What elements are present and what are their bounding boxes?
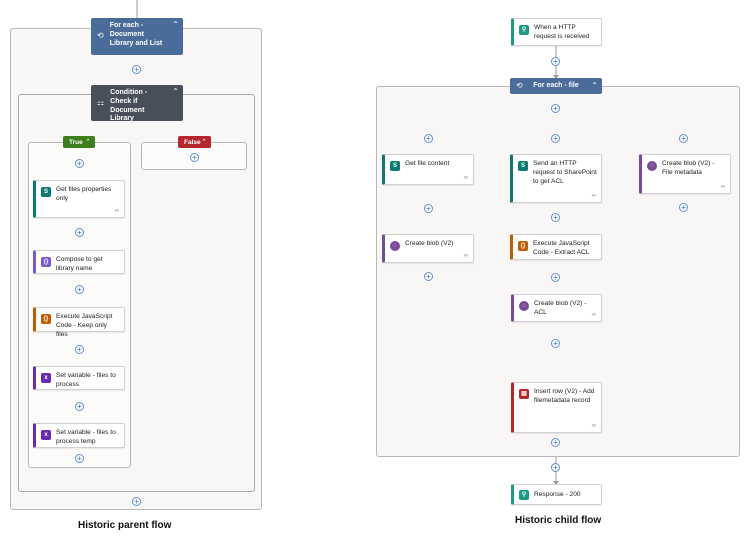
add-step-button[interactable]: +	[424, 204, 433, 213]
action-label: Set variable - files to process	[56, 372, 116, 388]
action-card[interactable]: S Get files properties only ∞	[33, 180, 125, 218]
action-label: Set variable - files to process temp	[56, 429, 116, 445]
javascript-icon: {}	[41, 314, 51, 324]
true-label-text: True	[69, 138, 83, 146]
action-card[interactable]: {} Compose to get library name	[33, 250, 125, 274]
link-icon: ∞	[720, 184, 725, 190]
action-label: Create blob (V2) - ACL	[534, 300, 587, 316]
add-step-button[interactable]: +	[551, 463, 560, 472]
chevron-up-icon[interactable]: ⌃	[591, 81, 598, 90]
loop-icon: ⟲	[516, 81, 523, 90]
add-step-button[interactable]: +	[551, 104, 560, 113]
javascript-icon: {}	[518, 241, 528, 251]
foreach-title-child: For each - file	[533, 81, 579, 89]
link-icon: ∞	[463, 175, 468, 181]
add-step-button[interactable]: +	[132, 65, 141, 74]
add-step-button[interactable]: +	[551, 57, 560, 66]
action-card[interactable]: S Send an HTTP request to SharePoint to …	[510, 154, 602, 203]
condition-title: Condition - Check if Document Library	[110, 89, 148, 123]
action-label: Get files properties only	[56, 186, 112, 202]
add-step-button[interactable]: +	[190, 153, 199, 162]
action-label: Create blob (V2) - File metadata	[662, 160, 715, 176]
add-step-button[interactable]: +	[424, 272, 433, 281]
add-step-button[interactable]: +	[551, 339, 560, 348]
false-label-text: False	[184, 138, 201, 146]
add-step-button[interactable]: +	[75, 402, 84, 411]
link-icon: ∞	[591, 193, 596, 199]
add-step-button[interactable]: +	[551, 134, 560, 143]
add-step-button[interactable]: +	[75, 285, 84, 294]
action-card[interactable]: x Set variable - files to process	[33, 366, 125, 390]
foreach-title-parent: For each - Document Library and List	[109, 22, 163, 47]
trigger-label: When a HTTP request is received	[534, 24, 590, 40]
foreach-header-parent[interactable]: ⟲ For each - Document Library and List ⌃	[91, 18, 183, 55]
link-icon: ∞	[463, 253, 468, 259]
add-step-button[interactable]: +	[679, 134, 688, 143]
link-icon: ∞	[591, 423, 596, 429]
http-trigger-icon: ⚲	[519, 25, 529, 35]
false-branch-label[interactable]: False ⌃	[178, 136, 211, 148]
add-step-button[interactable]: +	[75, 454, 84, 463]
parent-flow-caption: Historic parent flow	[78, 520, 172, 531]
action-label: Execute JavaScript Code - Keep only file…	[56, 313, 113, 338]
foreach-header-child[interactable]: ⟲ For each - file ⌃	[510, 78, 602, 94]
blob-storage-icon: ◌	[390, 241, 400, 251]
chevron-up-icon[interactable]: ⌃	[201, 139, 207, 146]
add-step-button[interactable]: +	[424, 134, 433, 143]
action-label: Execute JavaScript Code - Extract ACL	[533, 240, 590, 256]
trigger-card[interactable]: ⚲ When a HTTP request is received	[511, 18, 602, 46]
action-card[interactable]: ▤ Insert row (V2) - Add filemetadata rec…	[511, 382, 602, 433]
action-label: Compose to get library name	[56, 256, 103, 272]
action-card[interactable]: {} Execute JavaScript Code - Extract ACL	[510, 234, 602, 260]
action-card[interactable]: x Set variable - files to process temp	[33, 423, 125, 448]
variable-icon: x	[41, 430, 51, 440]
add-step-button[interactable]: +	[551, 438, 560, 447]
action-label: Insert row (V2) - Add filemetadata recor…	[534, 388, 595, 404]
compose-icon: {}	[41, 257, 51, 267]
blob-storage-icon: ◌	[519, 301, 529, 311]
blob-storage-icon: ◌	[647, 161, 657, 171]
sharepoint-icon: S	[390, 161, 400, 171]
sql-icon: ▤	[519, 389, 529, 399]
action-card[interactable]: ◌ Create blob (V2) - File metadata ∞	[639, 154, 731, 194]
sharepoint-icon: S	[41, 187, 51, 197]
child-flow-caption: Historic child flow	[515, 515, 602, 526]
variable-icon: x	[41, 373, 51, 383]
link-icon: ∞	[114, 208, 119, 214]
http-response-icon: ⚲	[519, 490, 529, 500]
loop-icon: ⟲	[97, 31, 104, 40]
response-label: Response - 200	[534, 491, 581, 498]
action-label: Create blob (V2)	[405, 240, 454, 247]
sharepoint-icon: S	[518, 161, 528, 171]
true-branch-label[interactable]: True ⌃	[63, 136, 95, 148]
add-step-button[interactable]: +	[551, 273, 560, 282]
action-label: Get file content	[405, 160, 450, 167]
action-card[interactable]: ◌ Create blob (V2) ∞	[382, 234, 474, 263]
add-step-button[interactable]: +	[551, 213, 560, 222]
response-card[interactable]: ⚲ Response - 200	[511, 484, 602, 505]
chevron-up-icon[interactable]: ⌃	[172, 87, 179, 96]
add-step-button[interactable]: +	[75, 159, 84, 168]
action-card[interactable]: S Get file content ∞	[382, 154, 474, 185]
action-card[interactable]: ◌ Create blob (V2) - ACL ∞	[511, 294, 602, 322]
condition-icon: ⚏	[97, 98, 105, 107]
link-icon: ∞	[591, 312, 596, 318]
chevron-up-icon[interactable]: ⌃	[172, 20, 179, 29]
add-step-button[interactable]: +	[132, 497, 141, 506]
add-step-button[interactable]: +	[679, 203, 688, 212]
add-step-button[interactable]: +	[75, 345, 84, 354]
action-card[interactable]: {} Execute JavaScript Code - Keep only f…	[33, 307, 125, 338]
add-step-button[interactable]: +	[75, 228, 84, 237]
condition-header[interactable]: ⚏ Condition - Check if Document Library …	[91, 85, 183, 123]
chevron-up-icon[interactable]: ⌃	[85, 139, 91, 146]
action-label: Send an HTTP request to SharePoint to ge…	[533, 160, 597, 185]
